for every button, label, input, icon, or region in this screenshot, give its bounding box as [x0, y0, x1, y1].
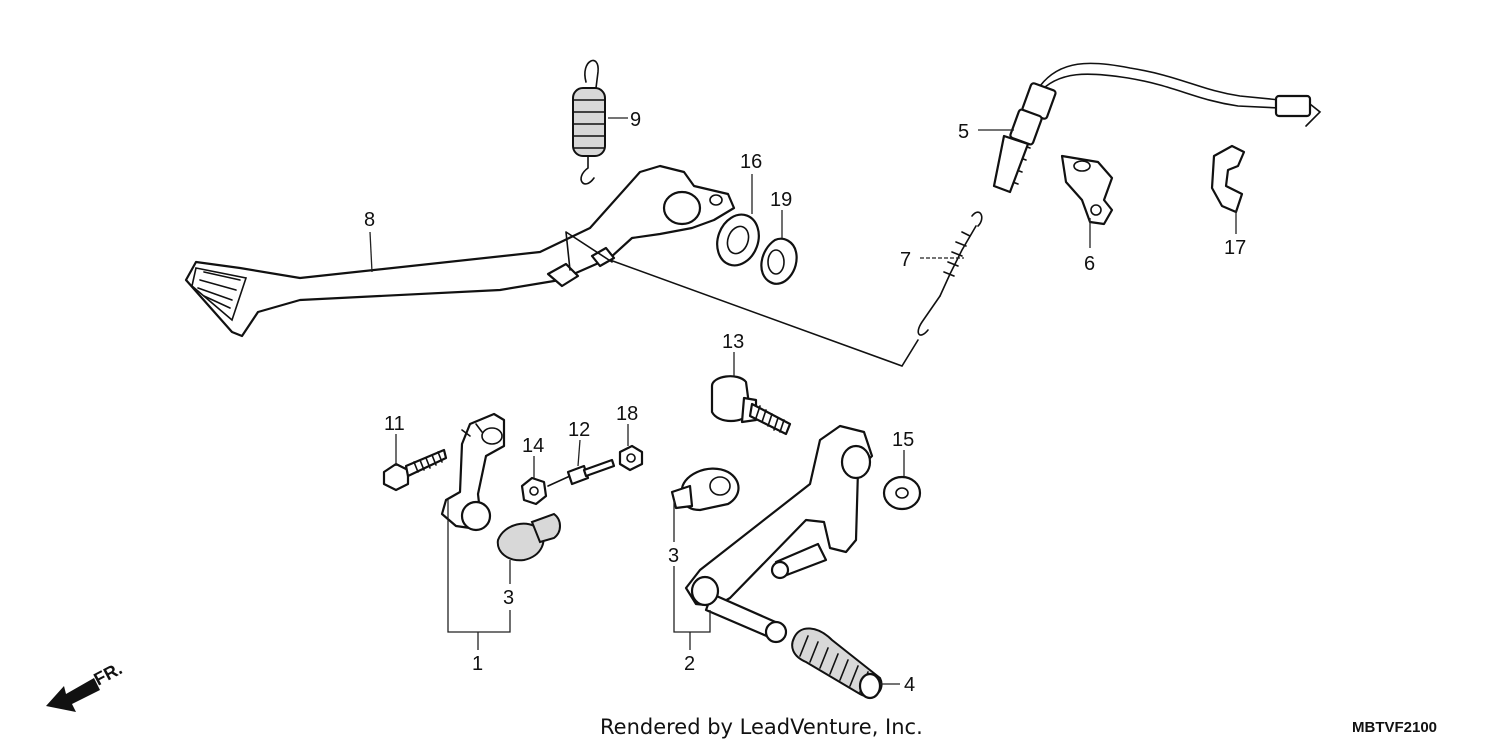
stud-part-12[interactable]	[547, 458, 616, 487]
spring-part-9[interactable]	[572, 59, 606, 185]
callout-13: 13	[722, 331, 744, 353]
callout-5: 5	[958, 121, 969, 143]
brake-arm-part-1[interactable]	[440, 412, 506, 532]
callout-9: 9	[630, 109, 641, 131]
leader-lines	[369, 117, 1237, 685]
callout-15: 15	[892, 429, 914, 451]
callout-3-right: 3	[668, 545, 679, 567]
callout-14: 14	[522, 435, 544, 457]
diagram-code: MBTVF2100	[1352, 719, 1437, 736]
joint-part-3-left[interactable]	[496, 512, 561, 562]
gearshift-pedal-part-2[interactable]	[670, 424, 874, 644]
callout-7: 7	[900, 249, 911, 271]
callout-1: 1	[472, 653, 483, 675]
spring-part-7[interactable]	[917, 211, 983, 336]
callout-11: 11	[384, 413, 405, 435]
bolt-part-11[interactable]	[382, 448, 448, 492]
credit-text: Rendered by LeadVenture, Inc.	[600, 715, 923, 739]
callout-numbers: 9 8 16 19 7 5 6 17 13 15 11 14 12 18 3 1…	[364, 109, 1246, 696]
callout-4: 4	[904, 674, 915, 696]
brake-switch-part-5[interactable]	[992, 62, 1322, 194]
nut-part-18[interactable]	[618, 444, 644, 472]
callout-18: 18	[616, 403, 638, 425]
circlip-part-19[interactable]	[760, 237, 798, 285]
callout-3-left: 3	[503, 587, 514, 609]
callout-6: 6	[1084, 253, 1095, 275]
footpeg-rubber-part-4[interactable]	[791, 627, 883, 700]
callout-16: 16	[740, 151, 762, 173]
brake-link-rod	[609, 259, 919, 367]
nut-part-14[interactable]	[520, 476, 548, 506]
washer-part-16[interactable]	[710, 209, 765, 272]
washer-part-15[interactable]	[882, 475, 922, 511]
callout-2: 2	[684, 653, 695, 675]
clip-part-17[interactable]	[1210, 144, 1246, 214]
callout-12: 12	[568, 419, 590, 441]
bracket-part-6[interactable]	[1060, 154, 1114, 226]
callout-17: 17	[1224, 237, 1246, 259]
callout-19: 19	[770, 189, 792, 211]
pivot-bolt-part-13[interactable]	[710, 375, 792, 436]
callout-8: 8	[364, 209, 375, 231]
brake-pedal-part-8[interactable]	[184, 164, 736, 338]
front-direction-arrow: FR.	[46, 658, 125, 712]
